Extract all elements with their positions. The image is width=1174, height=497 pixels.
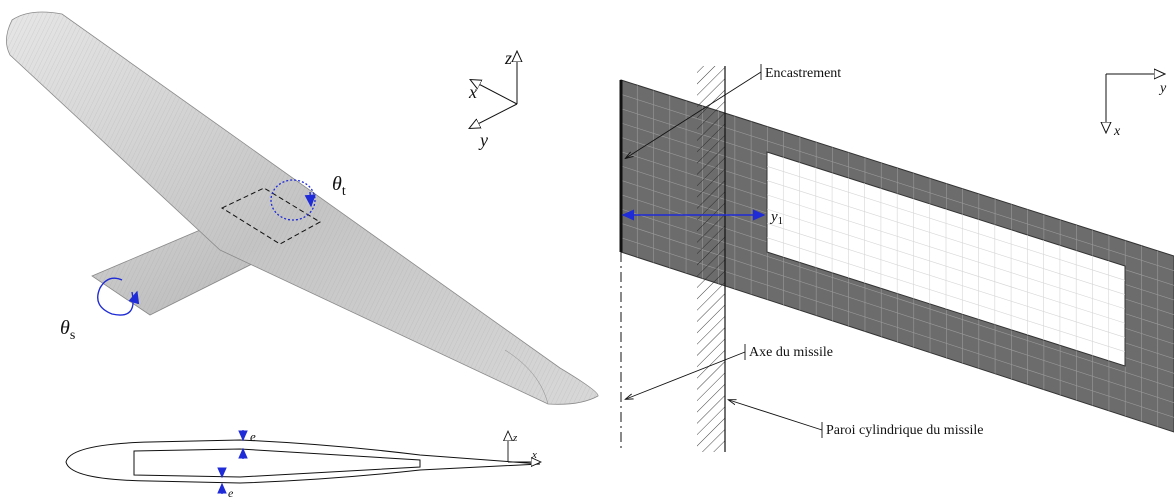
axis2d-y-label: y	[1158, 81, 1167, 96]
axis-x-label: x	[468, 82, 477, 102]
missile-wall-hatch	[697, 66, 725, 452]
y1-symbol: y	[769, 209, 778, 225]
paroi-label: Paroi cylindrique du missile	[826, 423, 983, 438]
thickness-bottom-label: e	[228, 486, 234, 497]
mesh-line	[766, 237, 1126, 353]
mesh-line	[766, 194, 1126, 310]
torsion-arrow	[304, 191, 316, 208]
axe-leader	[626, 351, 746, 399]
nose-seam	[504, 349, 549, 405]
section-x-label: x	[531, 449, 537, 461]
thickness-top-label: e	[250, 429, 256, 444]
theta-s-label: θs	[60, 317, 75, 343]
section-z-label: z	[512, 432, 518, 444]
theta-s-symbol: θ	[60, 317, 70, 339]
theta-s-subscript: s	[70, 328, 75, 343]
theta-t-label: θt	[332, 173, 346, 199]
missile-body-mesh	[6, 12, 599, 405]
airfoil-inner-box	[133, 448, 421, 478]
y1-subscript: 1	[778, 215, 784, 227]
fin-mesh-view: y1 Encastrement Axe du missile Paroi cyl…	[619, 64, 1174, 452]
airfoil-outline	[65, 439, 541, 484]
encastrement-label: Encastrement	[765, 66, 841, 81]
axis-z-label: z	[504, 48, 512, 68]
axis-triad-3d: z x y	[468, 48, 517, 150]
mesh-line	[766, 208, 1126, 324]
axis-y-label: y	[478, 130, 488, 150]
airfoil-section: e e z x	[65, 429, 541, 497]
axe-label: Axe du missile	[749, 345, 833, 360]
fin-rotation-arc	[97, 277, 134, 316]
y1-label: y1	[769, 209, 783, 227]
axis2d-x-label: x	[1113, 124, 1121, 139]
inner-mesh-grid	[766, 157, 1126, 361]
encastrement-leader	[626, 71, 762, 158]
fin-rotation-arrow	[128, 290, 140, 305]
mesh-line	[766, 180, 1126, 295]
mesh-line	[766, 165, 1126, 281]
theta-t-symbol: θ	[332, 173, 342, 195]
theta-t-subscript: t	[342, 184, 346, 199]
mesh-line	[766, 223, 1126, 338]
root-junction-box	[220, 187, 321, 245]
axis-triad-2d: y x	[1106, 74, 1167, 139]
missile-3d-view: θt θs z x y	[6, 11, 599, 405]
paroi-leader	[729, 400, 823, 431]
